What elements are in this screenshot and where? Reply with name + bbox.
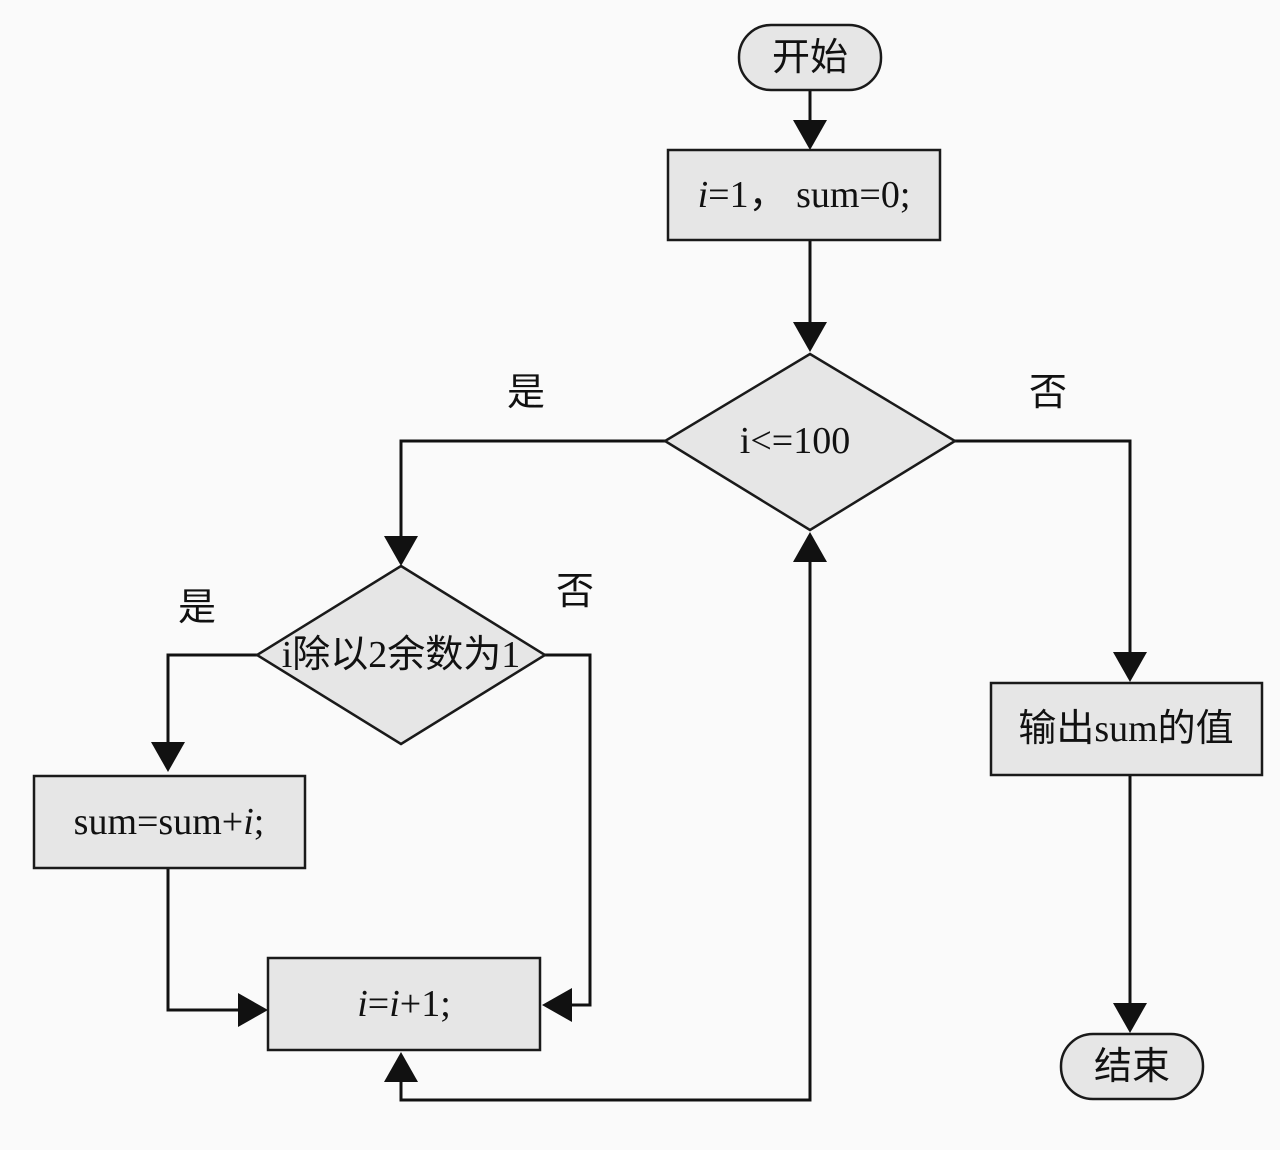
output-label: 输出sum的值 [1018,708,1233,750]
increment-process [266,956,542,1052]
accumulate-label: sum=sum+i; [74,801,265,843]
arrow-loop-yes [384,536,418,566]
arrow-odd-yes [151,742,185,772]
end-label: 结束 [1094,1046,1170,1088]
arrow-init-loop [793,322,827,352]
edge-loop-yes [399,439,665,538]
init-label: i=1， sum=0; [698,174,911,216]
edge-odd-yes [166,653,257,744]
loop-yes-label: 是 [507,372,545,414]
odd-no-label: 否 [556,571,594,613]
start-label: 开始 [772,37,848,79]
increment-label: i=i+1; [357,983,451,1025]
arrow-back-to-loop [793,532,827,562]
start-terminal [737,23,883,92]
accumulate-process [32,774,307,870]
arrow-start-init [793,120,827,150]
edge-inc-loop [399,560,812,1102]
loop-condition-label: i<=100 [740,420,850,462]
arrow-acc-inc [238,993,268,1027]
arrow-loop-no [1113,652,1147,682]
output-process [989,681,1264,777]
odd-condition-diamond [254,564,548,746]
loop-no-label: 否 [1029,372,1067,414]
init-process [666,148,942,242]
arrow-output-end [1113,1003,1147,1033]
edge-loop-no [955,439,1132,654]
end-terminal [1059,1032,1205,1101]
odd-yes-label: 是 [178,587,216,629]
odd-condition-label: i除以2余数为1 [282,634,521,676]
loop-condition-diamond [662,352,958,532]
arrow-inc-from-below [384,1052,418,1082]
edge-acc-inc [166,868,240,1012]
edge-odd-no [545,653,592,1007]
arrow-odd-no [542,988,572,1022]
